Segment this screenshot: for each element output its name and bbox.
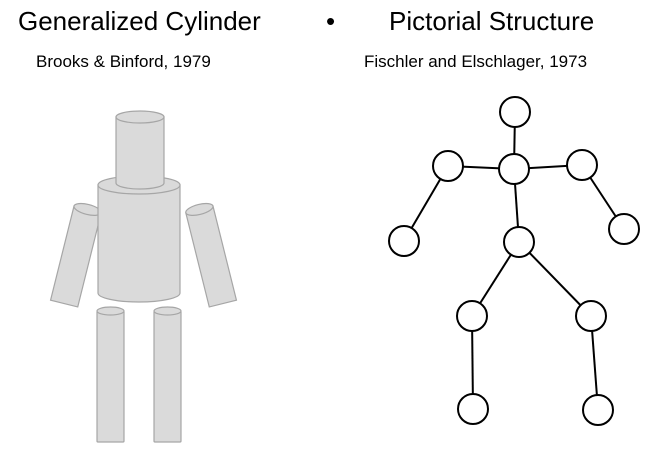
left-subtitle: Brooks & Binford, 1979	[36, 52, 211, 71]
left-title: Generalized Cylinder	[18, 6, 261, 36]
pictorial-structure-figure	[388, 96, 640, 426]
right-subtitle: Fischler and Elschlager, 1973	[364, 52, 588, 71]
left-leg-cylinder	[96, 306, 125, 443]
node-right-shoulder	[566, 149, 598, 181]
torso-cylinder	[97, 175, 181, 303]
head-cylinder	[115, 110, 165, 190]
title-separator-bullet: •	[326, 6, 336, 36]
node-pelvis	[503, 226, 535, 258]
left-arm-cylinder	[49, 202, 102, 308]
node-left-foot	[457, 393, 489, 425]
node-right-foot	[582, 394, 614, 426]
generalized-cylinder-figure	[49, 110, 238, 443]
node-head	[499, 96, 531, 128]
right-arm-cylinder	[185, 202, 238, 308]
node-neck	[498, 153, 530, 185]
edge-pelvis-right-knee	[518, 241, 592, 317]
right-leg-cylinder	[153, 306, 182, 443]
node-left-hand	[388, 225, 420, 257]
right-title: Pictorial Structure	[389, 6, 595, 36]
node-right-knee	[575, 300, 607, 332]
node-left-shoulder	[432, 150, 464, 182]
node-left-knee	[456, 300, 488, 332]
skeleton-nodes	[388, 96, 640, 426]
node-right-hand	[608, 213, 640, 245]
